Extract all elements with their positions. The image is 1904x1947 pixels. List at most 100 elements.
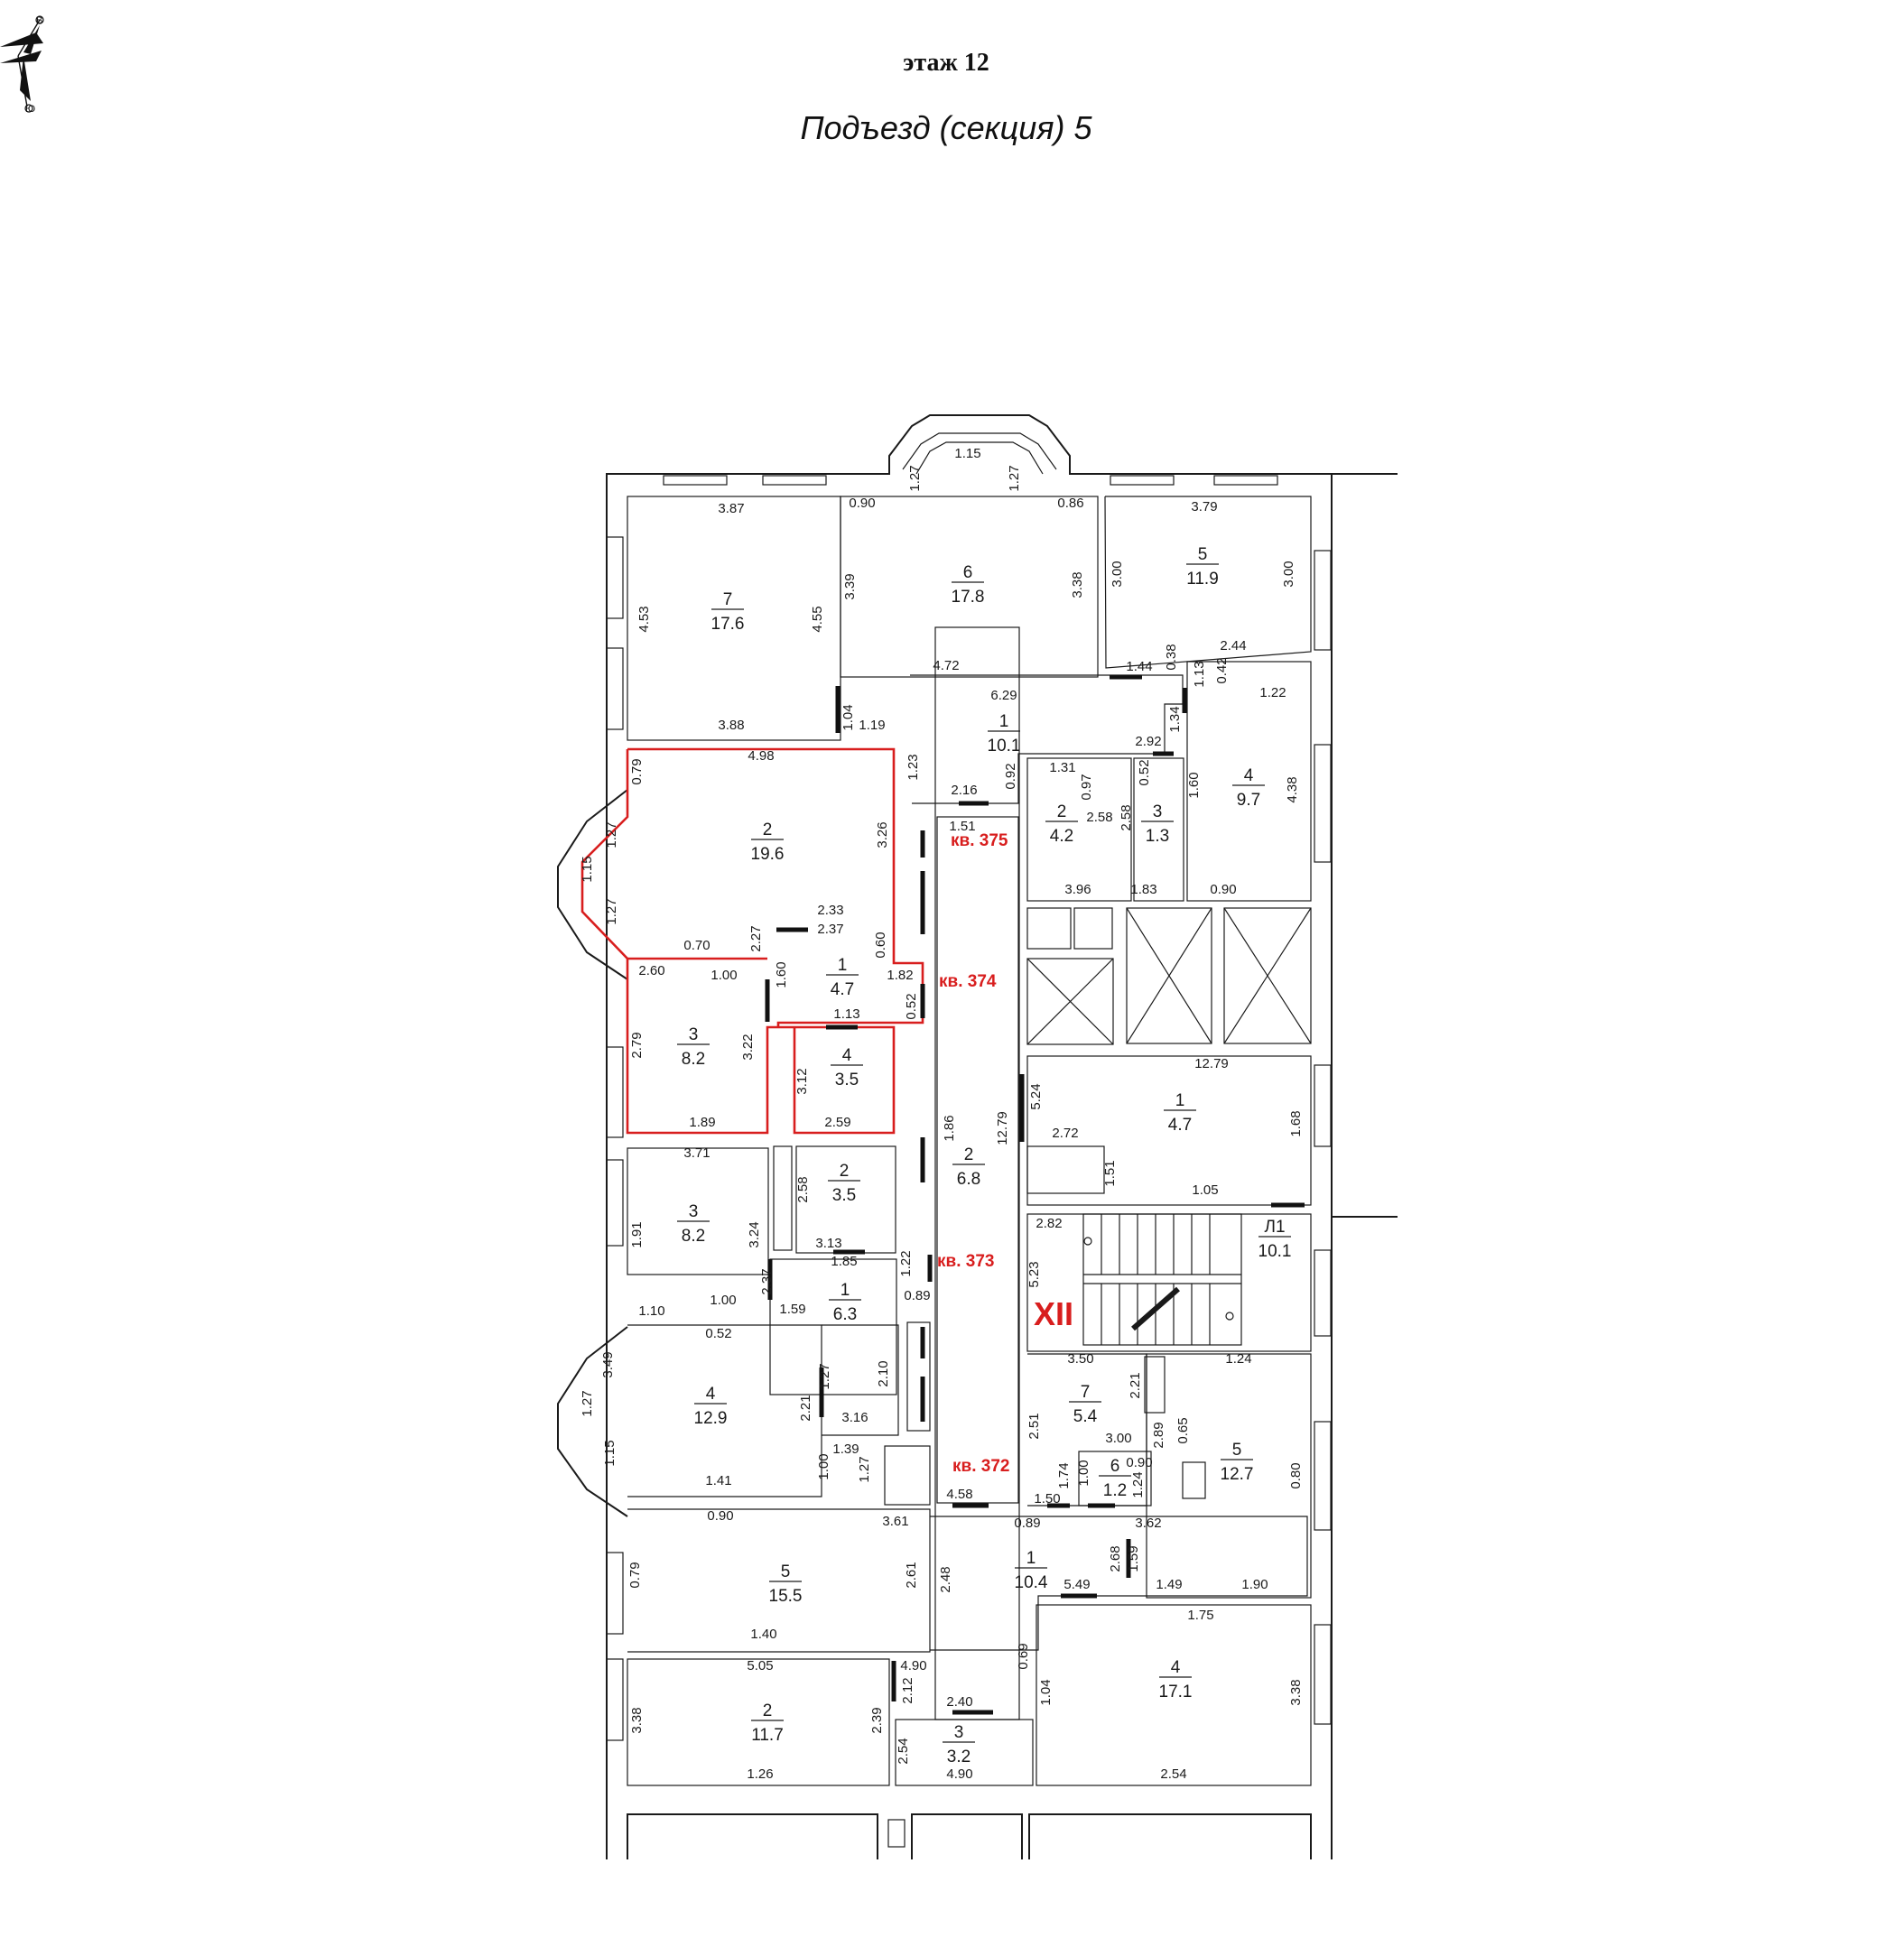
dimension-label: 1.24 — [1130, 1471, 1146, 1497]
dimension-label: 1.13 — [833, 1006, 859, 1022]
dimension-label: 2.40 — [946, 1694, 972, 1710]
dimension-label: 1.13 — [1192, 661, 1207, 687]
dimension-label: 1.10 — [638, 1303, 664, 1319]
dimension-label: 0.86 — [1057, 496, 1083, 511]
apartment-label-374: кв. 374 — [939, 972, 997, 991]
dimension-label: 0.52 — [705, 1326, 731, 1341]
dimension-label: 1.24 — [1225, 1351, 1251, 1367]
room-area: 4.7 — [1168, 1116, 1192, 1135]
room-number: 7 — [723, 590, 733, 609]
dimension-label: 0.90 — [849, 496, 875, 511]
dimension-label: 3.61 — [882, 1514, 908, 1529]
dimension-label: 1.26 — [747, 1766, 773, 1782]
dimension-label: 3.50 — [1067, 1351, 1093, 1367]
room-area: 8.2 — [682, 1227, 705, 1246]
dimension-label: 1.90 — [1241, 1577, 1268, 1592]
room-number: 1 — [1175, 1091, 1185, 1110]
dimension-label: 1.27 — [604, 898, 619, 924]
dimension-label: 3.00 — [1105, 1431, 1131, 1446]
dimension-label: 1.31 — [1049, 760, 1075, 775]
room-number: 6 — [1110, 1457, 1120, 1476]
dimension-label: 3.00 — [1110, 561, 1125, 587]
windows — [606, 475, 1332, 1741]
room-area: 10.1 — [988, 737, 1021, 756]
dimension-label: 1.15 — [580, 856, 595, 882]
room-number: 4 — [1244, 766, 1254, 785]
room-number: 3 — [954, 1723, 964, 1742]
room-area: 17.6 — [711, 615, 745, 634]
room-number: 4 — [1171, 1658, 1181, 1677]
dimension-label: 2.12 — [900, 1677, 915, 1703]
dimension-label: 1.40 — [750, 1627, 776, 1642]
dimension-label: 2.89 — [1151, 1422, 1166, 1448]
dimension-label: 5.05 — [747, 1658, 773, 1673]
dimension-label: 1.00 — [710, 1293, 736, 1308]
dimension-label: 0.90 — [707, 1508, 733, 1524]
room-number: 2 — [1057, 802, 1067, 821]
dimension-label: 0.97 — [1079, 774, 1094, 800]
dimension-label: 0.60 — [873, 932, 888, 958]
room-area: 3.5 — [835, 1071, 859, 1089]
dimension-label: 3.16 — [841, 1410, 868, 1425]
room-number: 2 — [964, 1145, 974, 1164]
section-title: Подъезд (секция) 5 — [800, 109, 1092, 146]
compass-north: В — [36, 15, 42, 26]
room-number: 1 — [838, 956, 848, 975]
dimension-label: 0.90 — [1210, 882, 1236, 897]
floor-title: этаж 12 — [903, 49, 989, 77]
dimension-label: 1.27 — [604, 821, 619, 848]
dimension-label: 1.86 — [942, 1115, 957, 1141]
room-area: 3.5 — [832, 1186, 856, 1205]
dimension-label: 1.83 — [1130, 882, 1156, 897]
dimension-label: 2.16 — [951, 783, 977, 798]
dimension-label: 1.04 — [841, 704, 856, 730]
dimension-label: 1.19 — [859, 718, 885, 733]
dimension-label: 2.59 — [824, 1115, 850, 1130]
dimension-label: 1.22 — [898, 1250, 914, 1276]
dimension-label: 2.10 — [876, 1360, 891, 1386]
room-number: 4 — [842, 1046, 852, 1065]
dimension-label: 1.23 — [906, 754, 921, 780]
dimension-label: 2.37 — [817, 922, 843, 937]
dimension-label: 3.49 — [600, 1351, 616, 1377]
apartment-label-373: кв. 373 — [937, 1252, 994, 1271]
dimension-label: 4.38 — [1285, 776, 1300, 802]
dimension-label: 4.90 — [946, 1766, 972, 1782]
dimension-label: 2.58 — [1086, 810, 1112, 825]
compass-south: Ю — [25, 104, 35, 115]
room-area: 1.2 — [1103, 1481, 1127, 1500]
dimension-label: 2.60 — [638, 963, 664, 978]
dimension-label: 0.79 — [627, 1562, 643, 1588]
dimension-label: 1.51 — [1102, 1160, 1118, 1186]
dimension-label: 0.69 — [1016, 1643, 1031, 1669]
dimension-label: 4.53 — [636, 606, 652, 632]
dimension-label: 1.00 — [711, 968, 737, 983]
apartment-label-372: кв. 372 — [952, 1457, 1009, 1476]
dimension-label: 4.58 — [946, 1487, 972, 1502]
dimension-label: 1.27 — [580, 1390, 595, 1416]
dimension-label: 1.27 — [1007, 465, 1022, 491]
dimension-label: 5.49 — [1063, 1577, 1090, 1592]
elevator-shafts — [1026, 907, 1312, 1045]
room-number: 5 — [1198, 545, 1208, 564]
dimension-label: 4.98 — [748, 748, 774, 764]
dimension-label: 3.38 — [1070, 571, 1085, 598]
dimension-label: 2.21 — [1128, 1372, 1143, 1398]
room-area: 12.9 — [694, 1409, 728, 1428]
dimension-label: 2.39 — [869, 1707, 885, 1733]
room-area: 19.6 — [751, 845, 785, 864]
dimension-label: 0.42 — [1214, 657, 1230, 683]
dimension-label: 1.44 — [1126, 659, 1152, 674]
room-area: 6.3 — [833, 1305, 857, 1324]
room-number: 6 — [963, 563, 973, 582]
room-number: 3 — [689, 1025, 699, 1044]
dimension-label: 4.90 — [900, 1658, 926, 1673]
dimension-label: 1.60 — [1186, 772, 1202, 798]
dimension-label: 1.04 — [1038, 1679, 1054, 1705]
dimension-label: 3.62 — [1135, 1516, 1161, 1531]
dimension-label: 2.79 — [629, 1032, 645, 1058]
dimension-label: 2.37 — [759, 1268, 775, 1294]
room-area: 9.7 — [1237, 791, 1260, 810]
dimension-label: 1.27 — [817, 1363, 832, 1389]
dimension-label: 3.26 — [875, 821, 890, 848]
